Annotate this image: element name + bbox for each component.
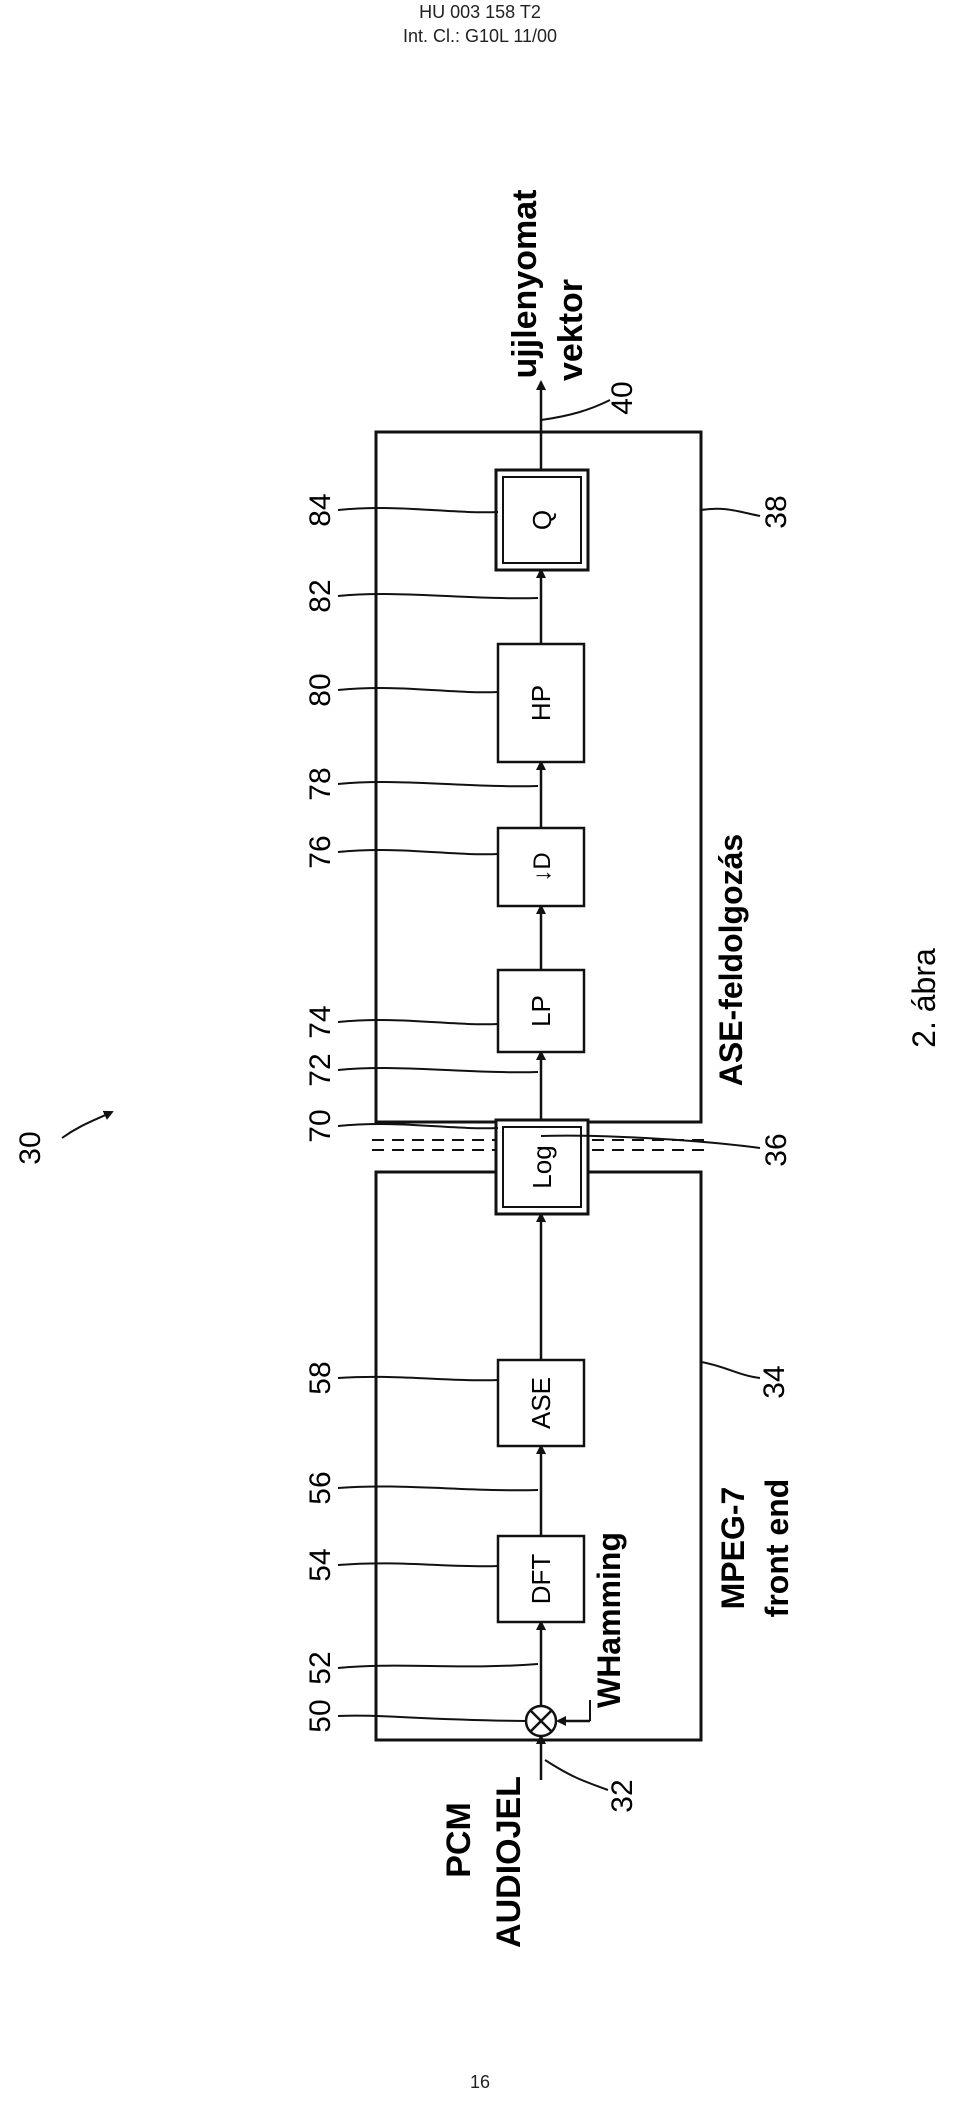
ref-38: 38 [760, 495, 793, 528]
ref-50: 50 [304, 1699, 337, 1732]
ref-36-leader [540, 1134, 761, 1149]
page-number: 16 [469, 2072, 491, 2092]
ref-32: 32 [606, 1779, 639, 1812]
downsample-label: ↓D [529, 852, 556, 881]
ref-76: 76 [304, 835, 337, 868]
ref-84: 84 [304, 493, 337, 526]
left-box-title-line2: front end [759, 1479, 795, 1618]
q-block-inner [502, 476, 582, 564]
leader-lines [337, 507, 539, 1722]
right-box-title: ASE-feldolgozás [713, 834, 749, 1086]
ref-38-leader [700, 507, 761, 517]
ref-40-leader [540, 399, 611, 421]
figure-caption: 2. ábra [906, 948, 942, 1048]
ref-56: 56 [304, 1471, 337, 1504]
ref-80: 80 [304, 673, 337, 706]
multiplier-symbol [524, 1704, 558, 1738]
output-label-line2: vektor [552, 279, 590, 381]
figure-ref-30: 30 [14, 1131, 47, 1164]
ref-54: 54 [304, 1548, 337, 1581]
ref-58: 58 [304, 1361, 337, 1394]
ref-40: 40 [606, 381, 639, 414]
log-block-inner [502, 1126, 582, 1208]
ase-block [496, 1358, 586, 1448]
hp-block [496, 642, 586, 764]
ref-70: 70 [304, 1109, 337, 1142]
ref-34: 34 [758, 1365, 791, 1398]
window-label: WHamming [591, 1532, 627, 1708]
dft-block [496, 1534, 586, 1624]
input-label-line1: PCM [440, 1802, 478, 1878]
lp-block [496, 968, 586, 1054]
mpeg7-front-end-box [374, 1170, 703, 1742]
output-label-line1: ujjlenyomat [506, 190, 544, 379]
figure-ref-30-arrow [61, 1110, 114, 1139]
downsample-block [496, 826, 586, 908]
classification: Int. Cl.: G10L 11/00 [402, 26, 558, 46]
patent-number: HU 003 158 T2 [419, 2, 541, 22]
q-block-outer [494, 468, 590, 572]
ase-label: ASE [526, 1377, 556, 1429]
ref-36: 36 [760, 1133, 793, 1166]
ref-52: 52 [304, 1651, 337, 1684]
ref-78: 78 [304, 767, 337, 800]
ref-32-leader [544, 1759, 609, 1791]
ref-72: 72 [304, 1053, 337, 1086]
hp-label: HP [526, 685, 556, 721]
input-label-line2: AUDIOJEL [490, 1776, 528, 1948]
lp-label: LP [526, 995, 556, 1027]
q-label: Q [527, 510, 557, 530]
ref-74: 74 [304, 1005, 337, 1038]
ref-34-leader [700, 1361, 761, 1379]
left-box-title-line1: MPEG-7 [715, 1487, 751, 1610]
ref-82: 82 [304, 579, 337, 612]
dft-label: DFT [526, 1554, 556, 1605]
log-label: Log [527, 1145, 557, 1188]
